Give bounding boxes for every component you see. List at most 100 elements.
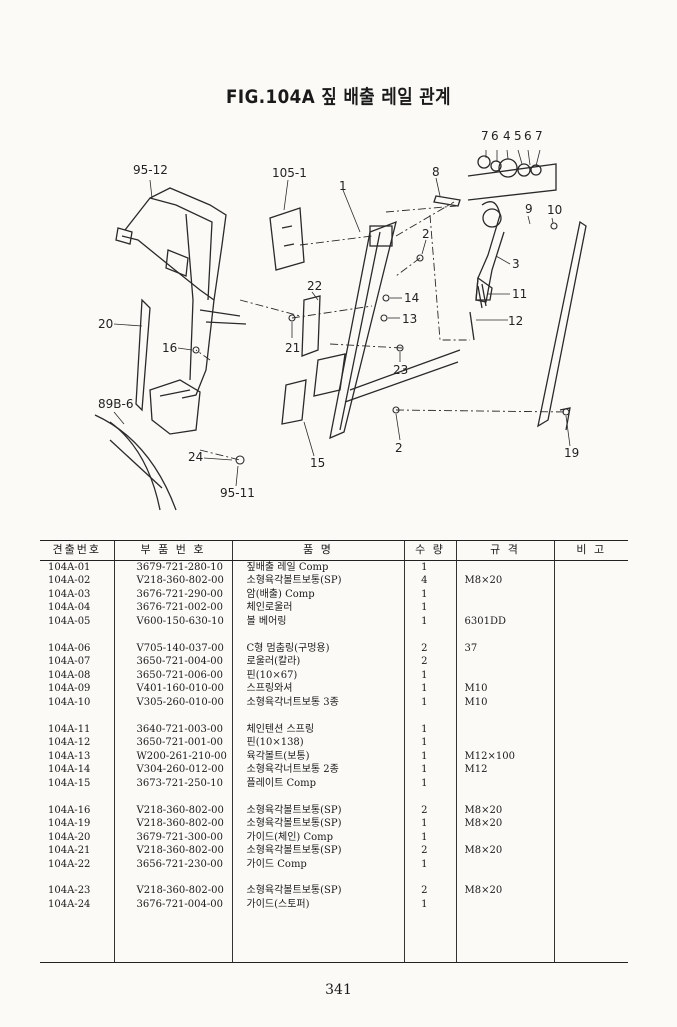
plate-15 <box>281 379 307 425</box>
spacer-row <box>40 871 628 885</box>
cell-name: 소형육각너트보통 2종 <box>231 763 404 777</box>
cell-part-no: V304-260-012-00 <box>113 763 232 777</box>
cell-spec: 6301DD <box>455 614 554 629</box>
cell-ref: 104A-22 <box>48 858 91 870</box>
cell-part-no: V705-140-037-00 <box>113 641 232 656</box>
cell-spec: M8×20 <box>455 574 554 588</box>
cell-spec: M8×20 <box>455 817 554 831</box>
header-name: 품 명 <box>231 540 404 561</box>
cell-part-no: 3676-721-002-00 <box>113 601 232 615</box>
leader-lines <box>113 149 571 487</box>
cell-part-no: V401-160-010-00 <box>113 682 232 696</box>
cell-remark <box>553 614 628 629</box>
callout-3: 3 <box>512 257 520 271</box>
callout-8: 8 <box>432 165 440 179</box>
cell-qty: 1 <box>403 857 456 872</box>
cell-ref: 104A-06 <box>48 642 91 654</box>
cell-qty: 1 <box>403 668 456 683</box>
cell-name: 소형육각볼트보통(SP) <box>231 574 404 588</box>
cell-ref: 104A-16 <box>48 804 91 816</box>
cell-ref: 104A-23 <box>48 885 91 897</box>
cell-spec: M12 <box>455 763 554 777</box>
callout-7: 7 <box>481 129 489 143</box>
cell-ref: 104A-15 <box>48 777 91 789</box>
page-number: 341 <box>325 982 352 998</box>
cell-spec <box>455 736 554 750</box>
cell-name: 가이드(스토퍼) <box>231 898 404 912</box>
cell-part-no: 3640-721-003-00 <box>113 722 232 737</box>
cell-name: 소형육각너트보통 3종 <box>231 695 404 710</box>
figure-title: FIG.104A 짚 배출 레일 관계 <box>226 86 451 108</box>
cell-name: 핀(10×67) <box>231 668 404 683</box>
cell-part-no: 3676-721-290-00 <box>113 587 232 602</box>
cell-remark <box>553 844 628 858</box>
pin-8 <box>433 195 461 207</box>
callout-13: 13 <box>402 312 417 326</box>
cell-remark <box>553 560 628 575</box>
cell-spec <box>455 668 554 683</box>
cell-qty: 1 <box>403 749 456 764</box>
cell-part-no: 3650-721-001-00 <box>113 736 232 750</box>
cell-ref: 104A-04 <box>48 602 91 614</box>
callout-105-1: 105-1 <box>272 166 307 180</box>
cell-spec <box>455 857 554 872</box>
cell-qty: 1 <box>403 722 456 737</box>
cell-qty: 1 <box>403 736 456 750</box>
callout-5: 5 <box>514 129 522 143</box>
cell-ref: 104A-12 <box>48 737 91 749</box>
chain-guide-20 <box>135 298 151 412</box>
cell-part-no: 3679-721-280-10 <box>113 560 232 575</box>
cell-spec <box>455 722 554 737</box>
cell-qty: 1 <box>403 560 456 575</box>
spacer-row <box>40 709 628 723</box>
cell-name: 가이드 Comp <box>231 857 404 872</box>
callout-9: 9 <box>525 202 533 216</box>
cell-remark <box>553 722 628 737</box>
cell-remark <box>553 776 628 791</box>
cell-qty: 2 <box>403 803 456 818</box>
callout-15: 15 <box>310 456 325 470</box>
cell-part-no: V218-360-802-00 <box>113 817 232 831</box>
cell-qty: 4 <box>403 574 456 588</box>
header-spec: 규 격 <box>455 540 554 561</box>
cell-part-no: 3676-721-004-00 <box>113 898 232 912</box>
cell-name: 스프링와셔 <box>231 682 404 696</box>
cell-spec <box>455 776 554 791</box>
cell-remark <box>553 736 628 750</box>
cell-part-no: 3656-721-230-00 <box>113 857 232 872</box>
cell-spec <box>455 560 554 575</box>
cell-spec: M8×20 <box>455 844 554 858</box>
cell-qty: 2 <box>403 884 456 899</box>
cell-part-no: V600-150-630-10 <box>113 614 232 629</box>
cell-remark <box>553 749 628 764</box>
callout-95-11: 95-11 <box>220 486 255 500</box>
cell-qty: 1 <box>403 898 456 912</box>
cell-remark <box>553 668 628 683</box>
bearing-group <box>467 155 557 201</box>
cell-qty: 1 <box>403 601 456 615</box>
callout-23: 23 <box>393 363 408 377</box>
cell-remark <box>553 655 628 669</box>
cell-name: 볼 베어링 <box>231 614 404 629</box>
cell-spec <box>455 898 554 912</box>
callout-89B-6: 89B-6 <box>98 397 133 411</box>
pin-12 <box>469 311 475 341</box>
spacer-row <box>40 790 628 804</box>
table-footer-space <box>40 911 628 963</box>
callout-2b: 2 <box>395 441 403 455</box>
callout-12: 12 <box>508 314 523 328</box>
callout-14: 14 <box>404 291 419 305</box>
